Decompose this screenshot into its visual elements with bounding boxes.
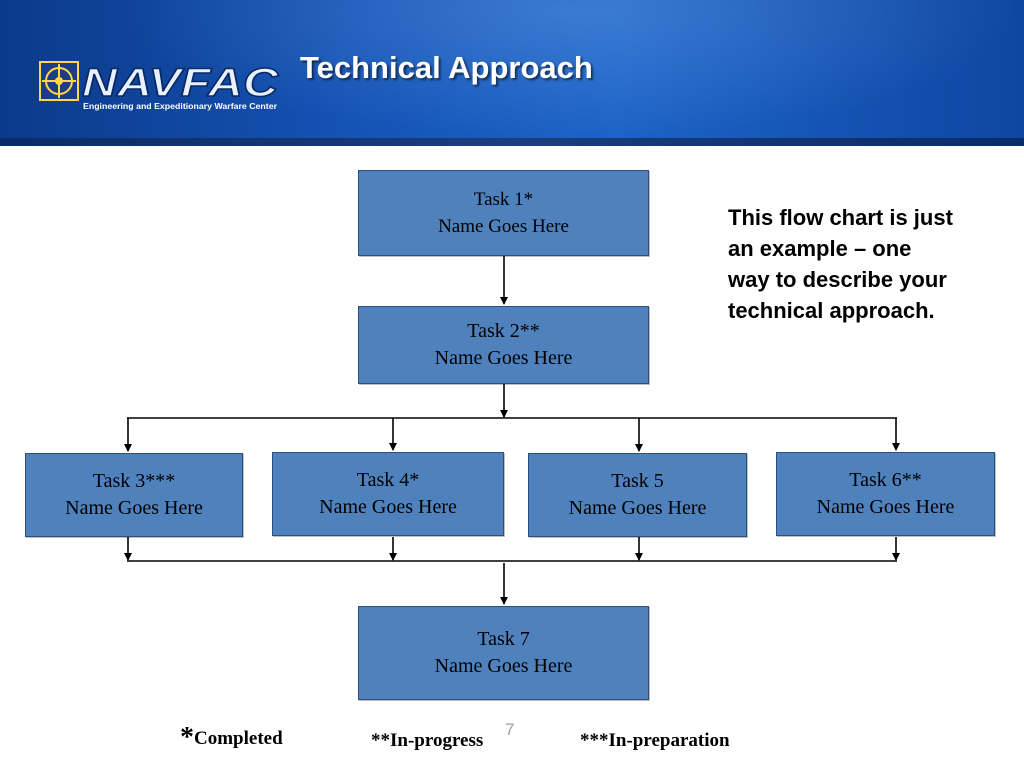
task-7-box: Task 7 Name Goes Here [358,606,649,700]
legend-in-preparation: ***In-preparation [580,730,730,752]
task-5-box: Task 5 Name Goes Here [528,453,747,537]
task-3-label: Task 3*** [92,470,176,492]
navfac-logo: NAVFAC Engineering and Expeditionary War… [39,60,280,111]
legend-in-preparation-label: ***In-preparation [580,730,730,751]
legend-in-progress: **In-progress [371,730,483,752]
task-1-name: Name Goes Here [438,216,569,237]
logo-subtitle: Engineering and Expeditionary Warfare Ce… [83,101,278,111]
page-title: Technical Approach [300,50,593,85]
task-7-name: Name Goes Here [434,655,573,677]
task-3-name: Name Goes Here [65,497,203,519]
task-3-box: Task 3*** Name Goes Here [25,453,243,537]
task-5-name: Name Goes Here [568,497,707,519]
logo-emblem-icon [39,61,79,101]
flowchart-note: This flow chart is just an example – one… [728,205,953,323]
task-2-box: Task 2** Name Goes Here [358,306,649,384]
task-6-label: Task 6** [849,469,922,491]
task-4-label: Task 4* [356,469,420,491]
task-6-name: Name Goes Here [816,496,955,518]
page-number: 7 [505,720,515,739]
task-2-label: Task 2** [467,320,540,342]
task-7-label: Task 7 [477,628,530,650]
legend-completed-label: Completed [194,728,283,749]
legend-in-progress-label: **In-progress [371,730,484,751]
task-4-name: Name Goes Here [319,496,457,518]
task-5-label: Task 5 [611,470,664,492]
legend-completed: *Completed [180,722,283,754]
task-2-name: Name Goes Here [434,347,573,369]
task-6-box: Task 6** Name Goes Here [776,452,995,536]
task-1-box: Task 1* Name Goes Here [358,170,649,256]
legend-completed-star: * [180,722,194,753]
header-banner [0,0,1024,138]
task-4-box: Task 4* Name Goes Here [272,452,504,536]
logo-wordmark: NAVFAC [82,61,279,105]
task-1-label: Task 1* [473,189,534,210]
header-rule [0,138,1024,146]
